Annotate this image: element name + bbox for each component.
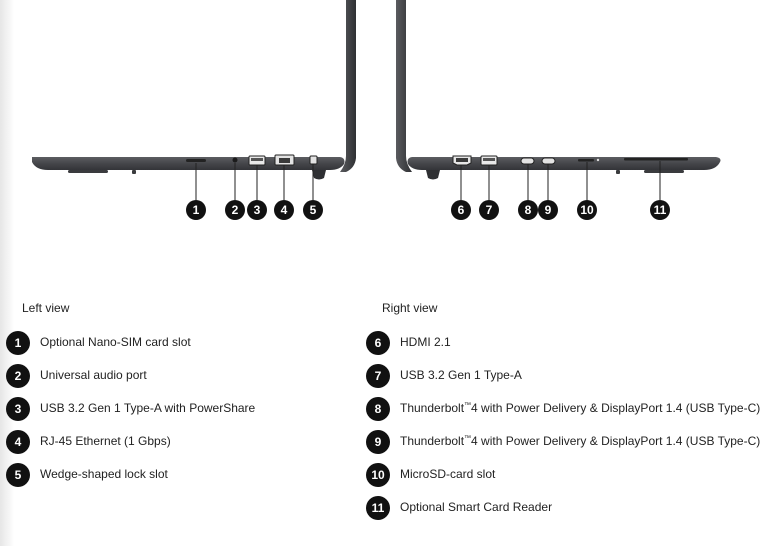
legend-number: 2 <box>6 364 30 388</box>
legend-label: Thunderbolt™4 with Power Delivery & Disp… <box>400 401 760 415</box>
laptop-side-views: 1 2 3 4 5 6 7 8 9 10 11 <box>0 0 738 230</box>
left-view-legend: 1 Optional Nano-SIM card slot 2 Universa… <box>6 331 346 501</box>
legend-number: 6 <box>366 331 390 355</box>
laptop-illustration <box>32 0 721 200</box>
legend-label: USB 3.2 Gen 1 Type-A <box>400 368 522 382</box>
left-lid <box>340 0 356 172</box>
legend-number: 4 <box>6 430 30 454</box>
callout-2: 2 <box>225 200 245 220</box>
legend-label: Thunderbolt™4 with Power Delivery & Disp… <box>400 434 760 448</box>
right-laptop <box>396 0 721 180</box>
callout-3: 3 <box>247 200 267 220</box>
legend-number: 8 <box>366 397 390 421</box>
legend-label: RJ-45 Ethernet (1 Gbps) <box>40 434 171 448</box>
left-rear-foot <box>312 170 326 180</box>
callout-9: 9 <box>538 200 558 220</box>
callout-10: 10 <box>577 200 597 220</box>
smart-card-slot-icon <box>624 158 688 161</box>
callout-6: 6 <box>451 200 471 220</box>
lock-slot-icon <box>309 155 318 165</box>
microsd-slot-icon <box>578 159 594 162</box>
left-view-title: Left view <box>22 301 70 315</box>
legend-number: 3 <box>6 397 30 421</box>
legend-number: 7 <box>366 364 390 388</box>
legend-number: 5 <box>6 463 30 487</box>
legend-label: USB 3.2 Gen 1 Type-A with PowerShare <box>40 401 256 415</box>
left-foot-strip <box>68 170 108 173</box>
right-view-title: Right view <box>382 301 438 315</box>
right-foot-strip <box>644 170 684 173</box>
audio-port-icon <box>232 157 238 163</box>
thunderbolt-port-2-icon <box>541 157 556 165</box>
right-foot <box>616 170 620 174</box>
right-rear-foot <box>426 170 440 180</box>
leader-lines <box>195 161 661 200</box>
legend-label: HDMI 2.1 <box>400 335 451 349</box>
legend-label: Optional Smart Card Reader <box>400 500 553 514</box>
callout-8: 8 <box>518 200 538 220</box>
legend-label: MicroSD-card slot <box>400 467 496 481</box>
left-foot <box>132 170 136 174</box>
legend-label: Optional Nano-SIM card slot <box>40 335 191 349</box>
legend-number: 1 <box>6 331 30 355</box>
nano-sim-slot-port <box>186 159 206 162</box>
callout-11: 11 <box>650 200 670 220</box>
callout-4: 4 <box>274 200 294 220</box>
thunderbolt-port-1-icon <box>520 157 535 165</box>
legend-number: 9 <box>366 430 390 454</box>
right-lid <box>396 0 412 172</box>
callout-7: 7 <box>479 200 499 220</box>
legend-label: Universal audio port <box>40 368 147 382</box>
left-base <box>32 157 345 170</box>
right-view-legend: 6 HDMI 2.1 7 USB 3.2 Gen 1 Type-A 8 Thun… <box>366 331 760 531</box>
callout-5: 5 <box>303 200 323 220</box>
callout-1: 1 <box>186 200 206 220</box>
legend-number: 10 <box>366 463 390 487</box>
legend-number: 11 <box>366 496 390 520</box>
left-laptop <box>32 0 356 180</box>
legend-label: Wedge-shaped lock slot <box>40 467 168 481</box>
